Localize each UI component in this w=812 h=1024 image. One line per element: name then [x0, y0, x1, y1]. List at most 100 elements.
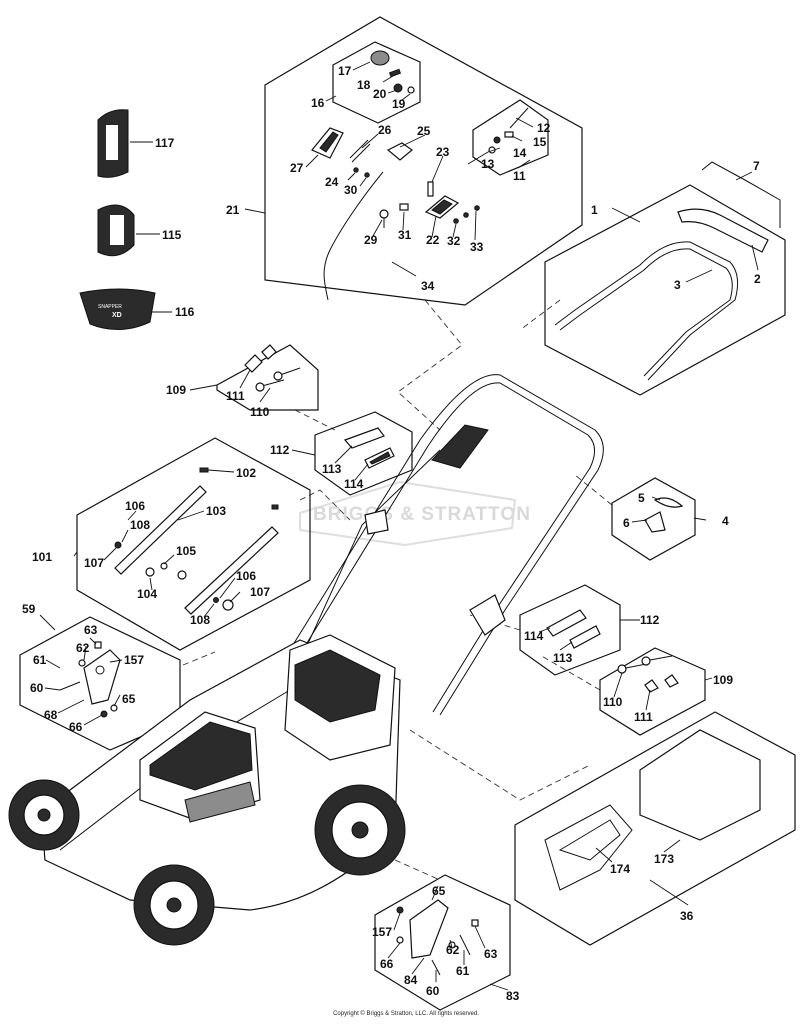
callout-59: 59 [22, 602, 36, 616]
group-112-knob-set-right [519, 584, 621, 676]
callout-33: 33 [470, 240, 484, 254]
callout-66-left: 66 [69, 720, 83, 734]
callout-21: 21 [226, 203, 240, 217]
callout-1: 1 [591, 203, 598, 217]
group-83-right-axle-bracket [374, 874, 511, 1011]
callout-101: 101 [32, 550, 52, 564]
snapper-logo-text: SNAPPER [98, 304, 122, 310]
wheel-front-left [8, 779, 80, 851]
callout-15: 15 [533, 135, 547, 149]
callout-labels: 1 2 3 4 5 6 7 11 12 13 14 15 16 17 18 19… [22, 64, 761, 1003]
leader-lines [39, 61, 759, 991]
callout-111-right: 111 [634, 710, 653, 724]
callout-60-right: 60 [426, 984, 440, 998]
callout-13: 13 [481, 157, 495, 171]
callout-26: 26 [378, 123, 392, 137]
group-1-upper-handle [544, 161, 786, 396]
callout-83: 83 [506, 989, 520, 1003]
callout-24: 24 [325, 175, 339, 189]
callout-109-right: 109 [713, 673, 733, 687]
callout-32: 32 [447, 234, 461, 248]
watermark-logo: BRIGGS & STRATTON [299, 480, 531, 547]
callout-14: 14 [513, 146, 527, 160]
callout-114-right: 114 [524, 629, 544, 643]
callout-115: 115 [162, 228, 182, 242]
callout-65-left: 65 [122, 692, 136, 706]
xd-logo-text: XD [112, 312, 122, 319]
callout-112-right: 112 [640, 613, 660, 627]
callout-31: 31 [398, 228, 412, 242]
group-109-bolt-set-left [216, 344, 319, 411]
decal-117 [97, 109, 129, 178]
callout-62-left: 62 [76, 641, 90, 655]
callout-68: 68 [44, 708, 58, 722]
callout-107-lower: 107 [250, 585, 270, 599]
callout-11: 11 [513, 169, 526, 183]
callout-2: 2 [754, 272, 761, 286]
callout-5: 5 [638, 491, 645, 505]
callout-30: 30 [344, 183, 358, 197]
callout-102: 102 [236, 466, 256, 480]
callout-174: 174 [610, 862, 630, 876]
callout-157-left: 157 [124, 653, 144, 667]
callout-110-left: 110 [250, 405, 270, 419]
callout-29: 29 [364, 233, 378, 247]
callout-16: 16 [311, 96, 325, 110]
callout-173: 173 [654, 852, 674, 866]
callout-114-top: 114 [344, 477, 364, 491]
watermark-text: BRIGGS & STRATTON [313, 504, 531, 525]
callout-116: 116 [175, 305, 195, 319]
copyright-notice: Copyright © Briggs & Stratton, LLC. All … [333, 1011, 479, 1017]
callout-61-left: 61 [33, 653, 47, 667]
callout-157-right: 157 [372, 925, 392, 939]
callout-113-top: 113 [322, 462, 342, 476]
group-36-grass-bag [514, 711, 796, 946]
callout-3: 3 [674, 278, 681, 292]
decal-115 [97, 204, 135, 257]
callout-63-left: 63 [84, 623, 98, 637]
wheel-rear-right [314, 784, 406, 876]
callout-111-left: 111 [226, 389, 245, 403]
callout-106-upper: 106 [125, 499, 145, 513]
callout-36: 36 [680, 909, 694, 923]
callout-112-top: 112 [270, 443, 290, 457]
wheel-front-right [133, 864, 215, 946]
callout-12: 12 [537, 121, 551, 135]
callout-34: 34 [421, 279, 435, 293]
callout-25: 25 [417, 124, 431, 138]
callout-108-lower: 108 [190, 613, 210, 627]
callout-7: 7 [753, 159, 760, 173]
callout-66-right: 66 [380, 957, 394, 971]
group-109-bolt-set-right [599, 647, 706, 736]
callout-19: 19 [392, 97, 406, 111]
callout-20: 20 [373, 87, 387, 101]
callout-108-upper: 108 [130, 518, 150, 532]
callout-6: 6 [623, 516, 630, 530]
group-112-knob-set-top [314, 411, 413, 496]
callout-106-lower: 106 [236, 569, 256, 583]
callout-113-right: 113 [553, 651, 573, 665]
callout-65-right: 65 [432, 884, 446, 898]
callout-61-right: 61 [456, 964, 470, 978]
decal-116: SNAPPER XD [79, 288, 156, 330]
callout-17: 17 [338, 64, 352, 78]
callout-109-left: 109 [166, 383, 186, 397]
group-21-control-assembly [264, 16, 583, 306]
callout-63-right: 63 [484, 947, 498, 961]
callout-62-right: 62 [446, 943, 460, 957]
callout-107-upper: 107 [84, 556, 104, 570]
callout-4: 4 [722, 514, 729, 528]
callout-22: 22 [426, 233, 440, 247]
callout-117: 117 [155, 136, 175, 150]
mower-main-assembly [8, 374, 604, 946]
group-101-lower-handle-bars [76, 437, 311, 651]
group-4-clip-set [611, 477, 696, 561]
callout-27: 27 [290, 161, 304, 175]
callout-60-left: 60 [30, 681, 44, 695]
callout-18: 18 [357, 78, 371, 92]
callout-103: 103 [206, 504, 226, 518]
callout-104: 104 [137, 587, 157, 601]
callout-84: 84 [404, 973, 418, 987]
callout-105: 105 [176, 544, 196, 558]
